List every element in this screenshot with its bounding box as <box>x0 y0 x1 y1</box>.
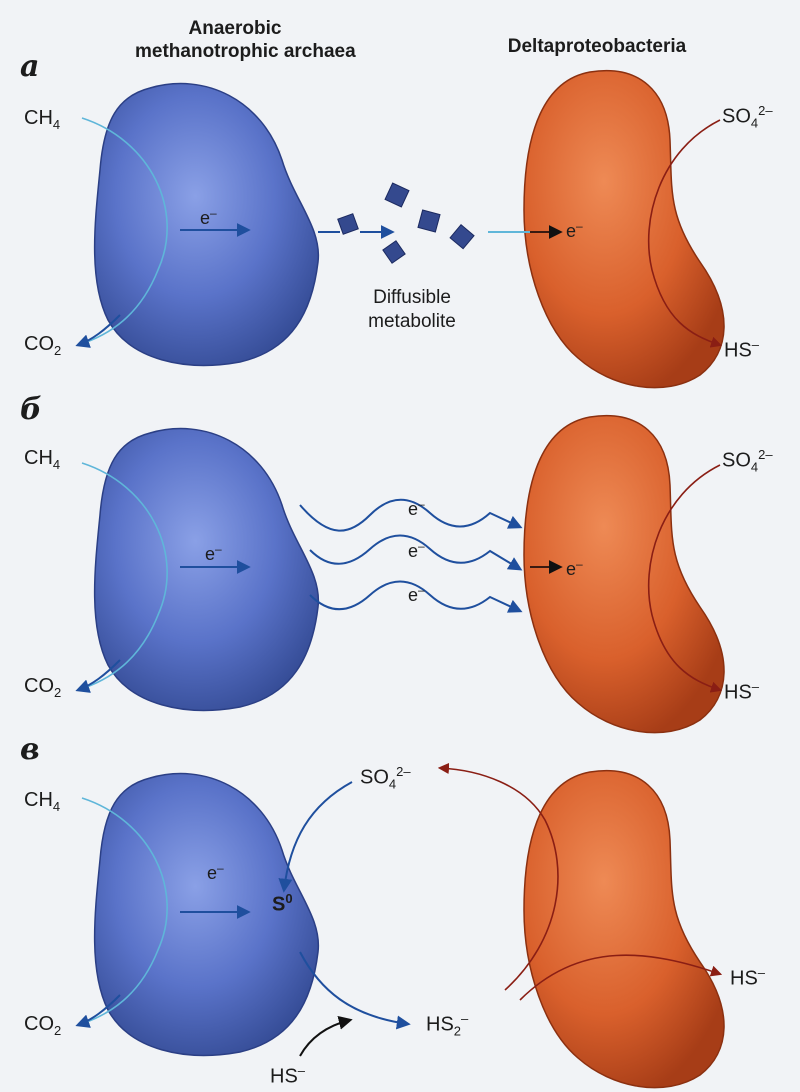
metabolite-molecule <box>384 182 410 208</box>
bacteria-cell-a <box>523 69 725 389</box>
bacteria-cell-c <box>523 769 725 1089</box>
direct-electron-transfer-wave-2 <box>309 534 523 571</box>
sulfate-reduction-arrow-b <box>647 464 723 693</box>
electron-label-c: e– <box>207 861 224 883</box>
bacteria-header: Deltaproteobacteria <box>507 36 687 57</box>
hs-input-arrow-c <box>299 1015 353 1057</box>
electron-label-b: e– <box>205 542 222 564</box>
panel-letter-a: а <box>20 49 40 84</box>
panel-a <box>75 69 725 389</box>
electron-label-wave-1: e– <box>408 497 425 519</box>
so4-label-b: SO42– <box>722 447 773 475</box>
archaea-header: Anaerobic methanotrophic archaea <box>135 18 356 64</box>
ch4-label-b: CH4 <box>24 447 61 472</box>
direct-electron-transfer-wave-1 <box>299 498 523 532</box>
co2-arrow-head-c <box>75 994 121 1028</box>
hs2-label: HS2– <box>426 1011 469 1039</box>
metabolite-molecule <box>382 240 406 264</box>
electron-label-wave-2: e– <box>408 539 425 561</box>
co2-label-c: CO2 <box>24 1013 62 1038</box>
sulfate-return-arrow-c <box>437 762 559 991</box>
sulfate-uptake-arrow-c <box>278 781 353 893</box>
co2-arrow-head-a <box>75 314 121 348</box>
ch4-oxidation-arrow-c <box>77 797 168 1026</box>
sulfate-reduction-arrow-a <box>647 119 723 348</box>
metabolite-molecules <box>337 182 475 264</box>
hs-output-label-c: HS– <box>730 965 766 990</box>
ch4-oxidation-arrow-b <box>77 462 168 691</box>
disulfide-release-arrow-c <box>299 951 411 1030</box>
hs-label-a: HS– <box>724 337 760 362</box>
hs-output-arrow-c <box>519 954 723 1001</box>
ch4-oxidation-arrow-a <box>77 117 168 346</box>
panel-letter-c: в <box>20 732 40 767</box>
panel-b <box>75 414 725 734</box>
so4-label-c: SO42– <box>360 764 411 792</box>
archaea-header-line1: Anaerobic <box>188 18 282 39</box>
electron-label-bacteria-a: e– <box>566 219 583 241</box>
panel-c <box>75 762 725 1089</box>
s0-label: S0 <box>272 891 293 916</box>
electron-label-bacteria-b: e– <box>566 557 583 579</box>
so4-label-a: SO42– <box>722 103 773 131</box>
panel-letter-b: б <box>20 392 42 427</box>
bacteria-cell-b <box>523 414 725 734</box>
hs-label-b: HS– <box>724 679 760 704</box>
hs-input-label: HS– <box>270 1063 306 1088</box>
co2-label-b: CO2 <box>24 675 62 700</box>
direct-electron-transfer-wave-3 <box>309 580 523 613</box>
electron-label-a: e– <box>200 206 217 228</box>
ch4-label-c: CH4 <box>24 789 61 814</box>
metabolite-molecule <box>417 209 441 233</box>
ch4-label-a: CH4 <box>24 107 61 132</box>
electron-label-wave-3: e– <box>408 583 425 605</box>
archaea-cell-b <box>93 427 320 712</box>
archaea-header-line2: methanotrophic archaea <box>135 40 356 62</box>
metabolite-molecule <box>337 213 359 235</box>
metabolite-molecule <box>449 224 475 250</box>
co2-arrow-head-b <box>75 659 121 693</box>
co2-label-a: CO2 <box>24 333 62 358</box>
